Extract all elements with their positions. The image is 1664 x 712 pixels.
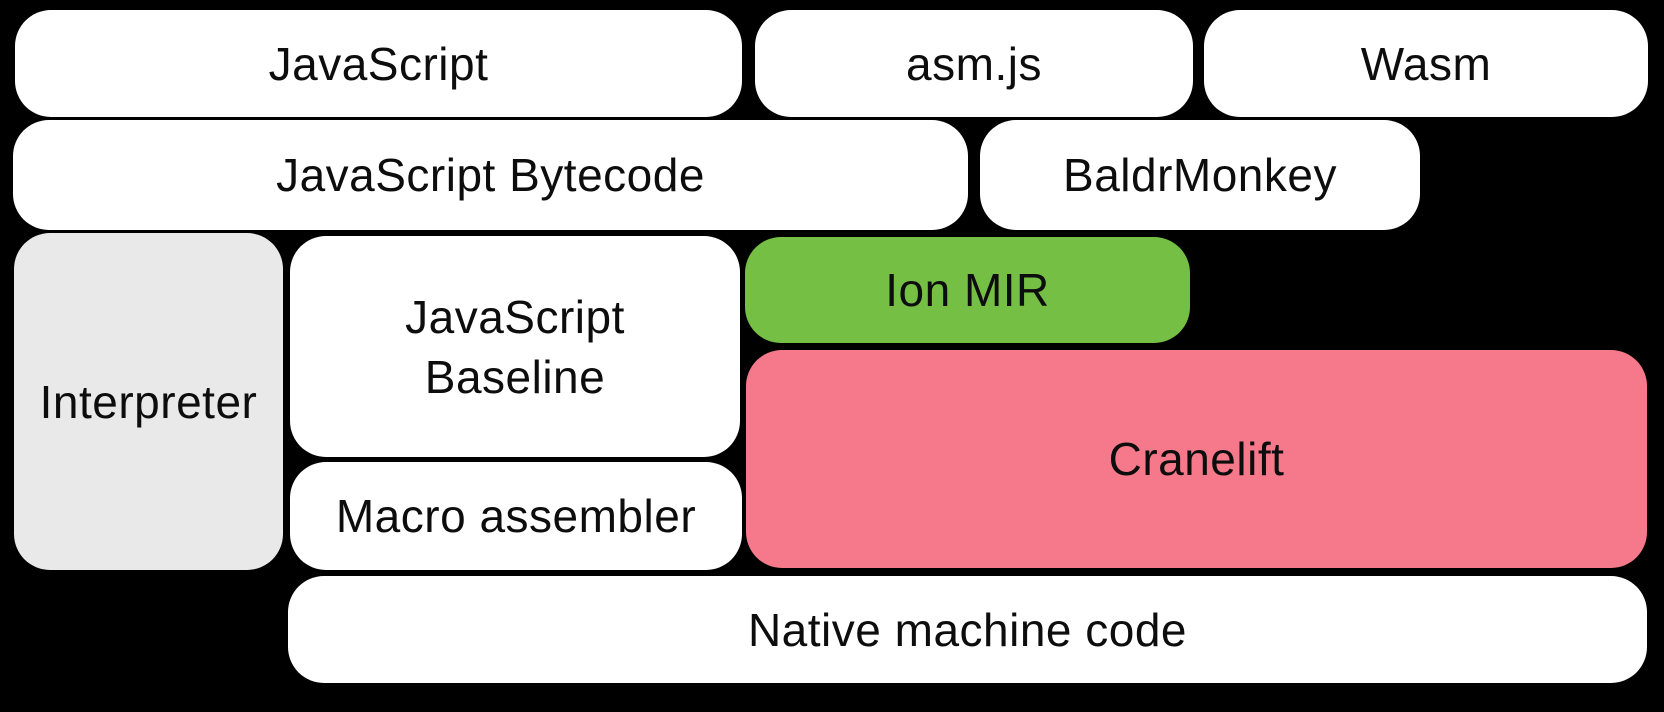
baldrmonkey-box: BaldrMonkey [980,120,1420,230]
baldrmonkey-label: BaldrMonkey [1063,149,1337,201]
javascript-box: JavaScript [15,10,742,117]
native-machine-code-label: Native machine code [747,603,1188,656]
javascript-baseline-label: JavaScript Baseline [405,290,625,403]
native-machine-code-box: Native machine code [288,576,1647,683]
asmjs-label: asm.js [906,37,1042,90]
cranelift-label: Cranelift [1108,433,1285,485]
cranelift-box: Cranelift [746,350,1647,568]
macro-assembler-label: Macro assembler [335,490,697,542]
wasm-box: Wasm [1204,10,1648,117]
javascript-baseline-box: JavaScript Baseline [290,236,740,457]
asmjs-box: asm.js [755,10,1193,117]
interpreter-label: Interpreter [39,375,258,428]
interpreter-box: Interpreter [14,233,283,570]
ion-mir-label: Ion MIR [885,264,1050,316]
javascript-bytecode-label: JavaScript Bytecode [276,149,705,201]
javascript-bytecode-box: JavaScript Bytecode [13,120,968,230]
ion-mir-box: Ion MIR [745,237,1190,343]
javascript-label: JavaScript [268,37,489,90]
macro-assembler-box: Macro assembler [290,462,742,570]
wasm-label: Wasm [1360,37,1492,90]
